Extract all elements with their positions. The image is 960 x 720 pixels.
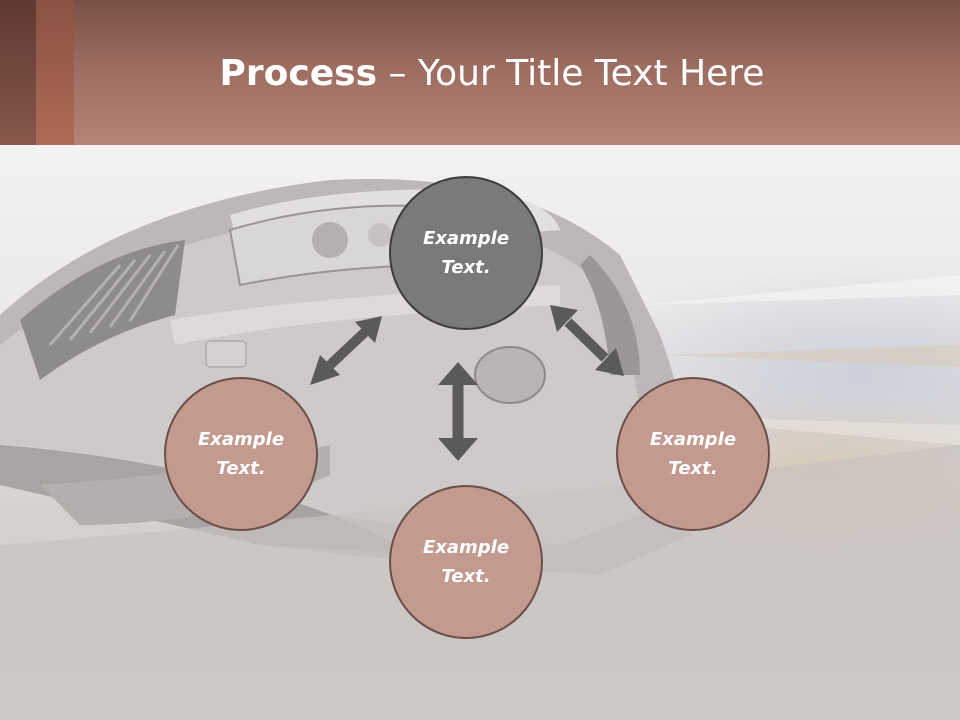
title-bar bbox=[0, 0, 960, 145]
left-node: Example Text. bbox=[164, 377, 318, 531]
right-node-line2: Text. bbox=[668, 458, 718, 479]
arrow-center-bottom bbox=[438, 362, 478, 461]
slide-title: Process – Your Title Text Here bbox=[0, 50, 960, 98]
right-node-line1: Example bbox=[649, 429, 737, 450]
bottom-node-line1: Example bbox=[422, 537, 510, 558]
center-node-line1: Example bbox=[422, 228, 510, 249]
title-separator: – bbox=[377, 53, 418, 94]
center-node: Example Text. bbox=[389, 176, 543, 330]
center-node-line2: Text. bbox=[441, 257, 491, 278]
header-accent-bar-light bbox=[36, 0, 74, 145]
right-node-label: Example Text. bbox=[633, 425, 753, 483]
right-node: Example Text. bbox=[616, 377, 770, 531]
header-accent-bar bbox=[0, 0, 36, 145]
bottom-node-label: Example Text. bbox=[406, 533, 526, 591]
left-node-label: Example Text. bbox=[181, 425, 301, 483]
title-bold: Process bbox=[219, 53, 378, 94]
center-node-label: Example Text. bbox=[406, 224, 526, 282]
arrow-center-left bbox=[310, 316, 382, 385]
title-regular: Your Title Text Here bbox=[417, 53, 765, 94]
bottom-node: Example Text. bbox=[389, 485, 543, 639]
arrow-center-right bbox=[550, 305, 624, 376]
left-node-line1: Example bbox=[197, 429, 285, 450]
bottom-node-line2: Text. bbox=[441, 566, 491, 587]
left-node-line2: Text. bbox=[216, 458, 266, 479]
